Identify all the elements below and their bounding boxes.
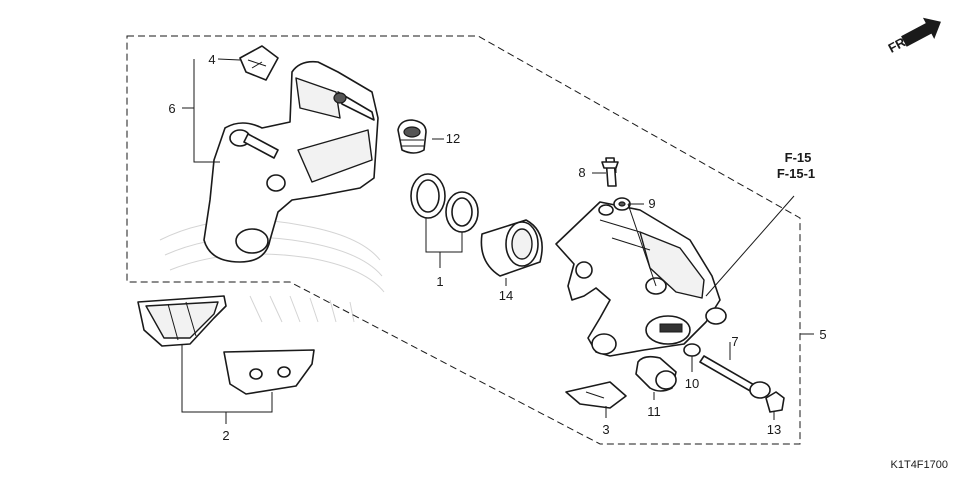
o-ring-drawing [683, 343, 701, 357]
boot-drawing [397, 119, 427, 154]
part-label-1: 1 [436, 274, 443, 289]
assembly-frame [126, 35, 801, 445]
plug-drawing [765, 391, 785, 413]
piston-seals-drawing [410, 173, 479, 233]
part-label-14: 14 [499, 288, 513, 303]
part-label-7: 7 [731, 334, 738, 349]
part-label-6: 6 [168, 101, 175, 116]
reference-label-f15: F-15 [785, 150, 812, 165]
caliper-bracket-drawing [203, 60, 379, 263]
retainer-clip-drawing [239, 45, 279, 81]
part-label-5: 5 [819, 327, 826, 342]
part-label-13: 13 [767, 422, 781, 437]
part-label-3: 3 [602, 422, 609, 437]
part-label-4: 4 [208, 52, 215, 67]
pad-spring-drawing [565, 381, 627, 409]
piston-drawing [480, 219, 543, 277]
front-direction-arrow [901, 17, 941, 47]
brake-pads-drawing [137, 295, 315, 395]
leader-lines [181, 58, 814, 424]
part-label-9: 9 [648, 196, 655, 211]
part-labels: 1 2 3 4 5 6 7 8 9 10 11 12 13 14 [168, 52, 826, 443]
part-label-10: 10 [685, 376, 699, 391]
bleeder-cap-drawing [598, 197, 631, 216]
part-label-12: 12 [446, 131, 460, 146]
part-label-8: 8 [578, 165, 585, 180]
diagram-code: K1T4F1700 [891, 459, 948, 471]
part-label-2: 2 [222, 428, 229, 443]
arrow-icon [901, 17, 941, 47]
caliper-body-drawing [555, 201, 727, 357]
pin-bolt-drawing [699, 355, 771, 399]
pin-boot-drawing [635, 355, 677, 392]
part-label-11: 11 [647, 404, 661, 419]
bleeder-screw-drawing [601, 157, 619, 187]
reference-label-f15-1: F-15-1 [777, 166, 815, 181]
brand-watermark [159, 219, 385, 323]
